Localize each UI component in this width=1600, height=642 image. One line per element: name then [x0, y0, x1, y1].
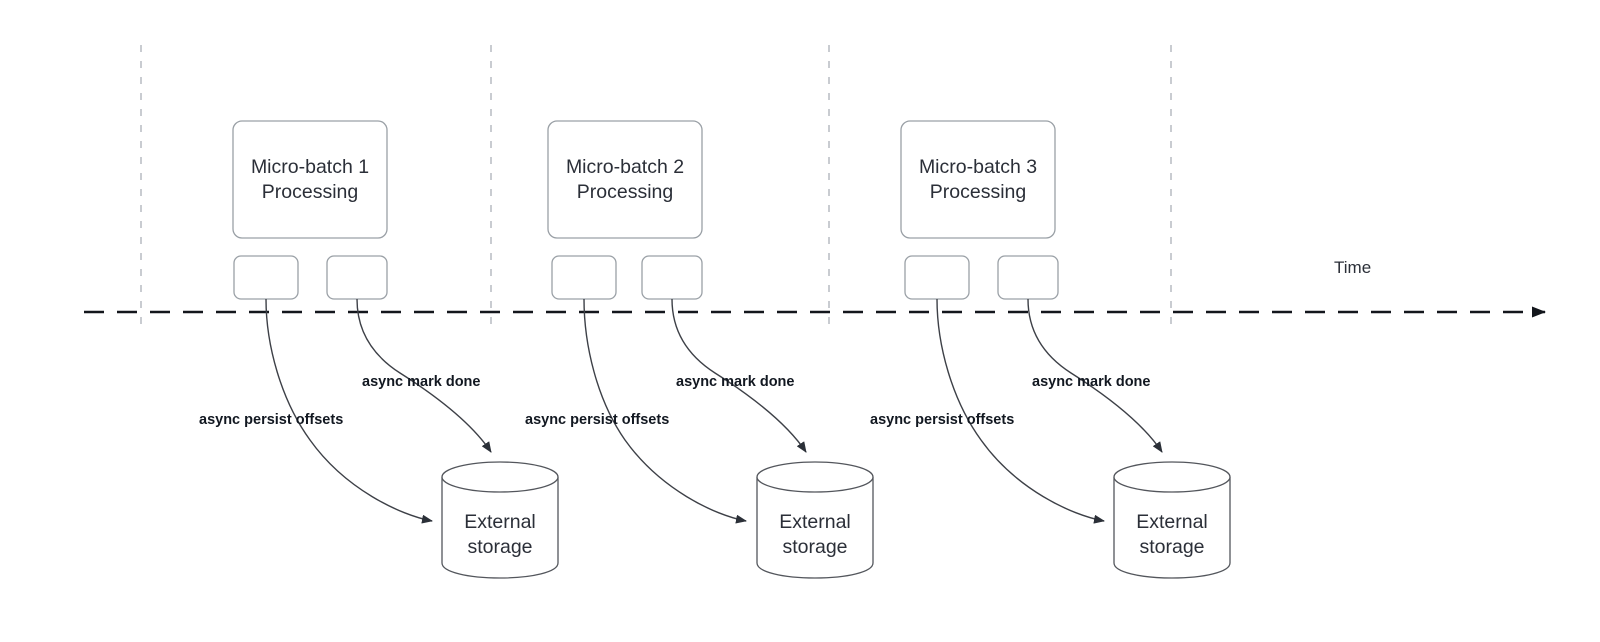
micro-batch-3-external-storage[interactable]: External storage — [1113, 461, 1231, 579]
group-micro-batch-3: Micro-batch 3 Processing async mark done… — [870, 120, 1231, 579]
micro-batch-2-storage-label-line1: External — [779, 511, 851, 533]
micro-batch-2-mark-done-label: async mark done — [676, 374, 794, 390]
time-axis-label: Time — [1334, 258, 1371, 277]
micro-batch-2-label-line1: Micro-batch 2 — [566, 156, 684, 178]
micro-batch-1-persist-offsets-label: async persist offsets — [199, 412, 343, 428]
micro-batch-3-task-box-left[interactable] — [904, 255, 970, 300]
micro-batch-3-task-box-right[interactable] — [997, 255, 1059, 300]
micro-batch-1-task-box-right[interactable] — [326, 255, 388, 300]
micro-batch-3-label-line1: Micro-batch 3 — [919, 156, 1037, 178]
micro-batch-3-mark-done-label: async mark done — [1032, 374, 1150, 390]
micro-batch-1-task-box-left[interactable] — [233, 255, 299, 300]
micro-batch-3-mark-done-arrow — [1027, 298, 1163, 453]
micro-batch-2-task-box-right[interactable] — [641, 255, 703, 300]
group-micro-batch-1: Micro-batch 1 Processing async mark done… — [199, 120, 559, 579]
micro-batch-2-persist-offsets-arrow — [583, 298, 747, 524]
micro-batch-2-external-storage[interactable]: External storage — [756, 461, 874, 579]
micro-batch-1-external-storage[interactable]: External storage — [441, 461, 559, 579]
micro-batch-1-storage-label-line2: storage — [467, 536, 532, 558]
micro-batch-1-label-line2: Processing — [262, 181, 358, 203]
micro-batch-1-mark-done-label: async mark done — [362, 374, 480, 390]
micro-batch-3-storage-label-line1: External — [1136, 511, 1208, 533]
micro-batch-3-box[interactable] — [900, 120, 1056, 239]
micro-batch-2-persist-offsets-label: async persist offsets — [525, 412, 669, 428]
micro-batch-2-task-box-left[interactable] — [551, 255, 617, 300]
group-micro-batch-2: Micro-batch 2 Processing async mark done… — [525, 120, 874, 579]
micro-batch-2-mark-done-arrow — [671, 298, 807, 453]
micro-batch-3-persist-offsets-arrow — [936, 298, 1105, 524]
micro-batch-2-storage-label-line2: storage — [782, 536, 847, 558]
micro-batch-3-persist-offsets-label: async persist offsets — [870, 412, 1014, 428]
micro-batch-2-box[interactable] — [547, 120, 703, 239]
micro-batch-1-box[interactable] — [232, 120, 388, 239]
micro-batch-3-label-line2: Processing — [930, 181, 1026, 203]
micro-batch-1-persist-offsets-arrow — [265, 298, 433, 524]
micro-batch-2-label-line2: Processing — [577, 181, 673, 203]
micro-batch-3-storage-label-line2: storage — [1139, 536, 1204, 558]
micro-batch-1-mark-done-arrow — [356, 298, 492, 453]
micro-batch-1-storage-label-line1: External — [464, 511, 536, 533]
micro-batch-1-label-line1: Micro-batch 1 — [251, 156, 369, 178]
